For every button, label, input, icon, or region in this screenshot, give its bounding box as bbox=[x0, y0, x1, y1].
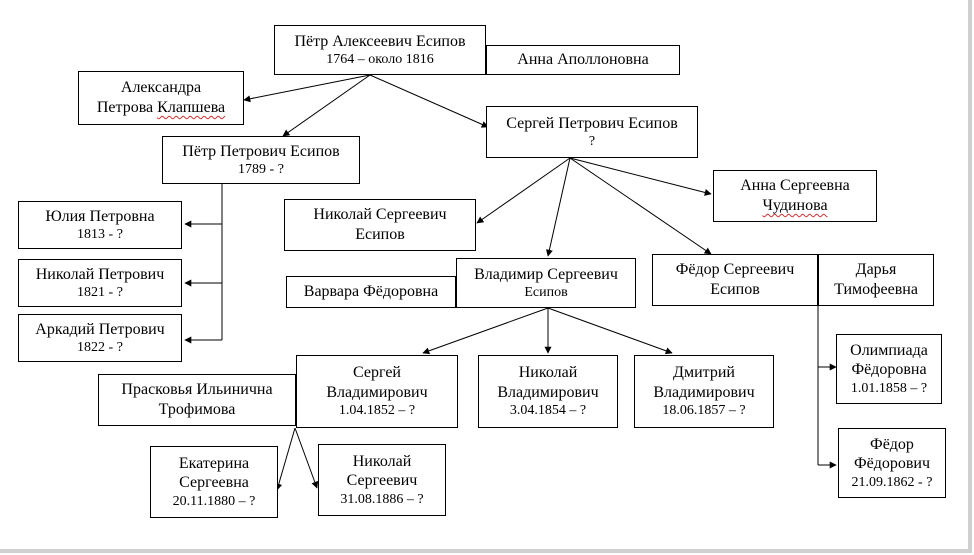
person-dates: 3.04.1854 – ? bbox=[509, 403, 587, 419]
person-dates: 18.06.1857 – ? bbox=[662, 403, 746, 419]
person-name-line1: Олимпиада bbox=[850, 341, 928, 359]
person-name-line2: Есипов bbox=[710, 281, 760, 298]
person-dates: 20.11.1880 – ? bbox=[172, 493, 256, 509]
person-arkadiy: Аркадий Петрович 1822 - ? bbox=[18, 314, 182, 362]
person-sergey-petrovich: Сергей Петрович Есипов ? bbox=[486, 106, 698, 158]
person-name-line2: Петрова Клапшева bbox=[97, 98, 225, 118]
person-dates: 31.08.1886 – ? bbox=[340, 491, 424, 507]
person-name-line2: Есипов bbox=[524, 285, 568, 301]
person-vladimir: Владимир Сергеевич Есипов bbox=[456, 258, 636, 308]
person-darya: Дарья Тимофеевна bbox=[818, 254, 934, 306]
person-name-line1: Фёдор Сергеевич bbox=[675, 261, 795, 279]
person-name-line2: Фёдорович bbox=[853, 455, 931, 473]
person-name: Анна Аполлоновна bbox=[517, 51, 649, 69]
link-sergey-to-nikolay bbox=[476, 157, 571, 224]
person-dates: 1.01.1858 – ? bbox=[850, 380, 928, 396]
person-anna-chudinova: Анна Сергеевна Чудинова bbox=[713, 170, 877, 222]
person-nikolay-petrovich: Николай Петрович 1821 - ? bbox=[18, 259, 182, 307]
person-dates: 1764 – около 1816 bbox=[326, 52, 434, 68]
link-petr-to-aleksandra bbox=[243, 74, 371, 103]
person-name-line1: Николай bbox=[518, 364, 578, 382]
person-petr-petrovich: Пётр Петрович Есипов 1789 - ? bbox=[162, 136, 360, 184]
person-anna-apollonovna: Анна Аполлоновна bbox=[486, 45, 680, 75]
person-name-line2: Сергеевна bbox=[179, 474, 249, 492]
person-dates: 21.09.1862 - ? bbox=[851, 474, 933, 490]
person-dates: ? bbox=[588, 134, 596, 150]
link-vladimir-to-sergey-v bbox=[422, 307, 549, 355]
link-vladimir-to-dmitriy bbox=[547, 307, 673, 355]
link-petr-to-petr-petrovich bbox=[282, 74, 371, 137]
person-name-line2-plain: Петрова bbox=[96, 99, 158, 116]
person-name-line2: Тимофеевна bbox=[834, 281, 918, 298]
person-name-line2: Владимирович bbox=[653, 383, 755, 401]
person-dates: 1813 - ? bbox=[77, 227, 123, 243]
person-name-line2-marked: Клапшева bbox=[157, 99, 226, 116]
link-petr-to-sergey bbox=[369, 74, 489, 128]
link-sergey-to-vladimir bbox=[545, 157, 571, 257]
person-sergey-vladimirovich: Сергей Владимирович 1.04.1852 – ? bbox=[296, 355, 458, 428]
person-name: Сергей Петрович Есипов bbox=[506, 114, 678, 132]
person-dates: 1.04.1852 – ? bbox=[338, 403, 416, 419]
person-dates: 1821 - ? bbox=[77, 285, 123, 301]
person-yulia: Юлия Петровна 1813 - ? bbox=[18, 201, 182, 249]
person-olimpiada: Олимпиада Фёдоровна 1.01.1858 – ? bbox=[836, 334, 942, 404]
person-nikolay-sergeevich-2: Николай Сергеевич 31.08.1886 – ? bbox=[318, 444, 446, 516]
person-name-line1: Прасковья Ильинична bbox=[121, 381, 273, 399]
person-name: Пётр Алексеевич Есипов bbox=[294, 32, 466, 50]
person-name-line1: Фёдор bbox=[870, 435, 914, 453]
person-name-line2: Чудинова bbox=[762, 197, 828, 214]
person-name-line2: Владимирович bbox=[497, 383, 599, 401]
link-sergey-to-anna bbox=[569, 157, 712, 196]
person-name: Пётр Петрович Есипов bbox=[182, 142, 340, 160]
person-name: Николай Петрович bbox=[35, 265, 165, 283]
person-name-line2: Владимирович bbox=[326, 383, 428, 401]
person-fedor-fedorovich: Фёдор Фёдорович 21.09.1862 - ? bbox=[838, 428, 946, 498]
person-varvara: Варвара Фёдоровна bbox=[286, 276, 456, 308]
person-name-line1: Сергей bbox=[353, 364, 401, 382]
person-name-line1: Николай bbox=[352, 452, 412, 470]
person-name-line1: Владимир Сергеевич bbox=[474, 265, 618, 283]
person-name-line2: Трофимова bbox=[158, 401, 236, 418]
person-aleksandra: Александра Петрова Клапшева bbox=[78, 71, 244, 125]
person-name-line1: Николай Сергеевич bbox=[313, 206, 447, 224]
link-sergey-v-to-ekaterina bbox=[275, 427, 296, 491]
person-name-line1: Александра bbox=[120, 79, 202, 97]
person-petr-alekseevich: Пётр Алексеевич Есипов 1764 – около 1816 bbox=[274, 25, 486, 75]
person-ekaterina: Екатерина Сергеевна 20.11.1880 – ? bbox=[150, 446, 278, 518]
person-name-line2: Есипов bbox=[355, 226, 405, 243]
person-name-line1: Екатерина bbox=[178, 454, 250, 472]
person-dates: 1789 - ? bbox=[238, 162, 284, 178]
person-name: Варвара Фёдоровна bbox=[303, 283, 439, 301]
person-nikolay-vladimirovich: Николай Владимирович 3.04.1854 – ? bbox=[478, 355, 618, 428]
person-praskovya: Прасковья Ильинична Трофимова bbox=[98, 374, 296, 426]
person-name-line2: Сергеевич bbox=[346, 472, 418, 490]
link-sergey-to-fedor bbox=[569, 157, 712, 255]
person-nikolay-sergeevich: Николай Сергеевич Есипов bbox=[284, 199, 476, 251]
person-dmitriy: Дмитрий Владимирович 18.06.1857 – ? bbox=[634, 355, 774, 428]
person-name: Аркадий Петрович bbox=[35, 320, 165, 338]
person-name-line2: Фёдоровна bbox=[851, 361, 927, 379]
person-name: Юлия Петровна bbox=[45, 207, 155, 225]
person-fedor-sergeevich: Фёдор Сергеевич Есипов bbox=[652, 254, 818, 306]
person-dates: 1822 - ? bbox=[77, 340, 123, 356]
person-name-line1: Анна Сергеевна bbox=[740, 177, 850, 195]
person-name-line1: Дмитрий bbox=[673, 364, 735, 382]
person-name-line1: Дарья bbox=[855, 261, 897, 279]
link-sergey-v-to-nikolay-s bbox=[294, 427, 319, 489]
